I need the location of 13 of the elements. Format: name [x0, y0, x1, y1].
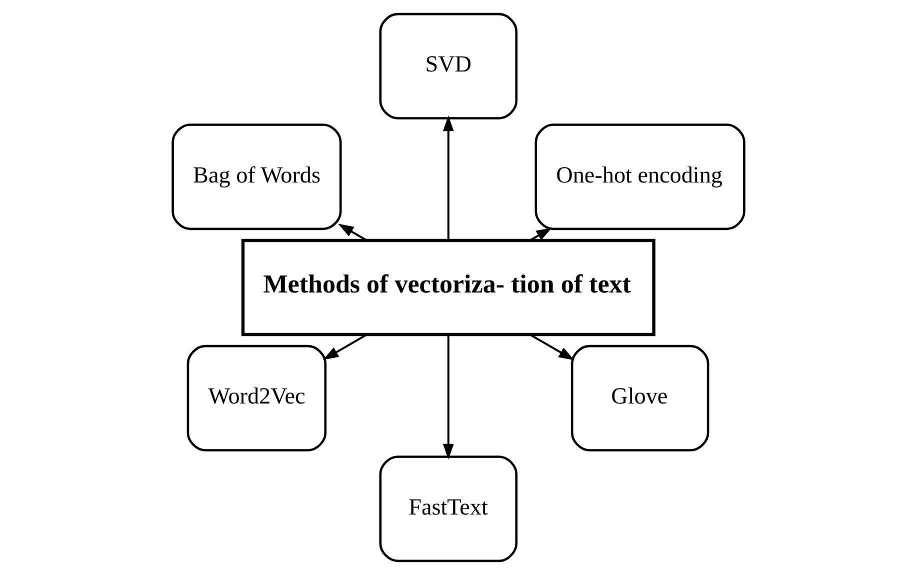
arrow: [442, 334, 454, 460]
node-box: Word2Vec: [186, 344, 327, 452]
node-box: One-hot encoding: [534, 124, 746, 230]
arrow: [338, 224, 368, 242]
node-box: Bag of Words: [172, 124, 342, 230]
arrow: [322, 334, 368, 360]
arrow: [530, 334, 574, 360]
node-box: FastText: [379, 456, 518, 562]
arrow: [442, 116, 454, 240]
node-box: Methods of vectoriza- tion of text: [241, 238, 656, 336]
node-box: Glove: [570, 344, 710, 452]
arrow: [530, 228, 552, 242]
node-box: SVD: [379, 12, 518, 120]
